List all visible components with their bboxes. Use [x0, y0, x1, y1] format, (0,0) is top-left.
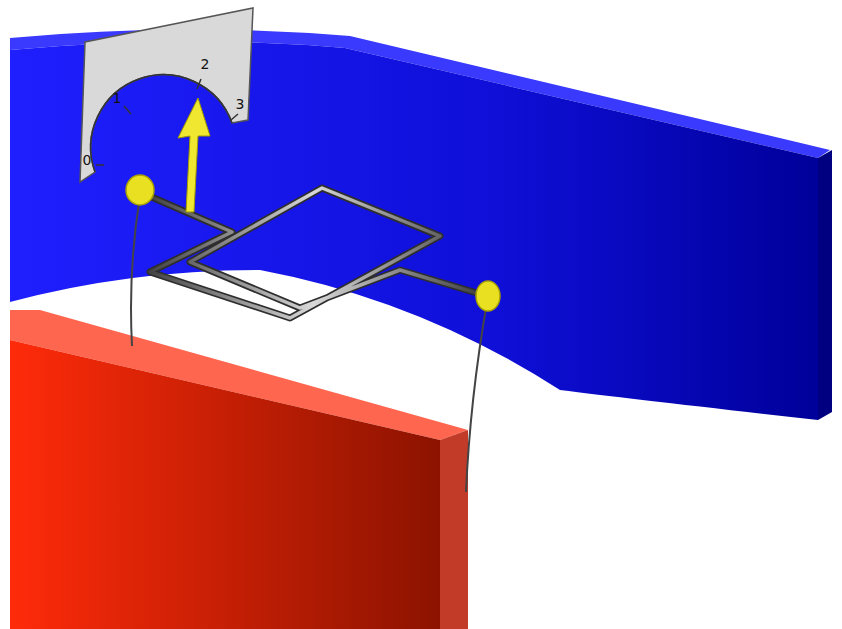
- scale-arc: [91, 75, 232, 172]
- red-magnet: [10, 340, 440, 629]
- scale-number: 3: [236, 97, 245, 111]
- blue-magnet-side: [818, 150, 832, 420]
- wire: [131, 196, 140, 346]
- wire: [466, 302, 487, 492]
- scale-number: 1: [113, 91, 122, 105]
- scale-ticks: [96, 79, 238, 165]
- scale-card: [80, 8, 253, 182]
- scale-number: 2: [201, 57, 210, 71]
- pointer-arrow: [178, 98, 210, 212]
- red-magnet-side: [440, 430, 468, 629]
- scale-number: 0: [83, 153, 92, 167]
- terminal: [476, 281, 500, 311]
- terminal: [126, 175, 154, 205]
